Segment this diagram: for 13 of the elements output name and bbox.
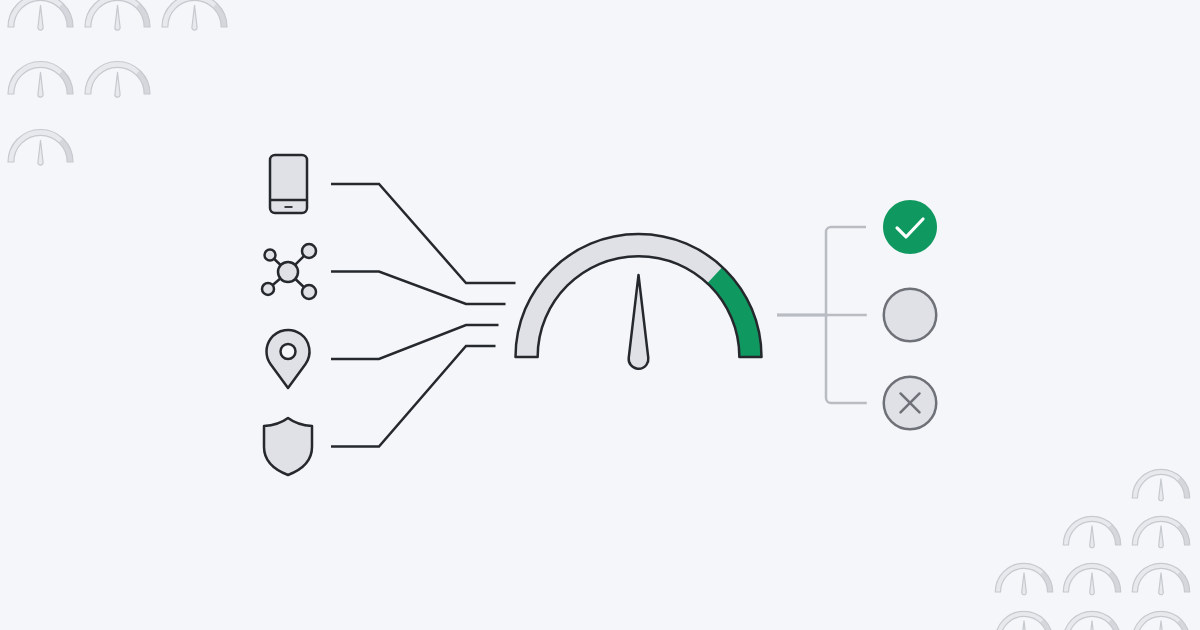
check-circle-icon	[883, 200, 937, 254]
shield-icon	[262, 416, 314, 477]
cross-circle-icon	[882, 375, 938, 431]
connector-line	[331, 270, 506, 306]
connector-line	[331, 344, 496, 448]
gauge	[514, 232, 763, 371]
network-icon	[260, 242, 318, 301]
connector-line	[777, 313, 867, 405]
connector-line	[331, 182, 516, 285]
circle-icon	[882, 287, 938, 343]
connector-line	[331, 323, 499, 361]
location-pin-icon	[265, 328, 311, 390]
phone-icon	[268, 153, 309, 215]
